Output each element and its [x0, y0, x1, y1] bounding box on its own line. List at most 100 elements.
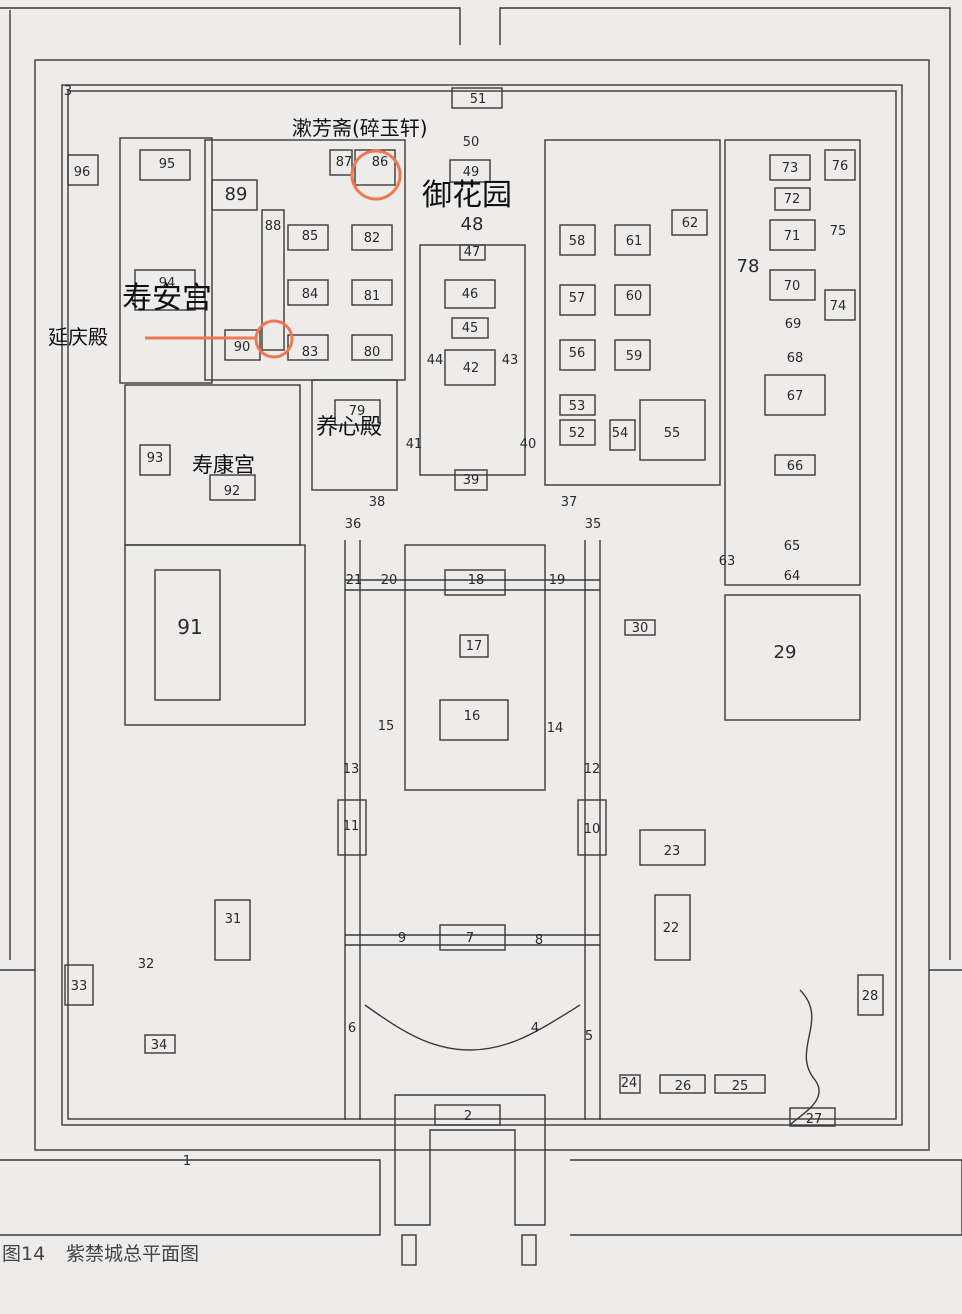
- building-57: [559, 284, 596, 316]
- label-7: 7: [466, 931, 474, 946]
- label-78: 78: [737, 256, 760, 277]
- label-12: 12: [584, 762, 601, 777]
- label-15: 15: [378, 719, 395, 734]
- label-3: 3: [64, 84, 72, 99]
- label-5: 5: [585, 1029, 593, 1044]
- inner-river: [364, 1004, 581, 1051]
- label-79: 79: [349, 404, 366, 419]
- label-96: 96: [74, 165, 91, 180]
- label-91: 91: [177, 615, 202, 639]
- building-59: [614, 339, 651, 371]
- caption-title: 紫禁城总平面图: [66, 1243, 199, 1265]
- east-garden-path: [789, 989, 820, 1126]
- label-34: 34: [151, 1038, 168, 1053]
- label-48: 48: [461, 214, 484, 235]
- label-14: 14: [547, 721, 564, 736]
- label-36: 36: [345, 517, 362, 532]
- building-87: [329, 149, 353, 176]
- label-54: 54: [612, 426, 629, 441]
- label-85: 85: [302, 229, 319, 244]
- label-11: 11: [343, 819, 360, 834]
- label-65: 65: [784, 539, 801, 554]
- building-62: [671, 209, 708, 236]
- caption-figure: 图14: [2, 1243, 45, 1265]
- building-67: [764, 374, 826, 416]
- north-west-block: [204, 139, 406, 381]
- building-49: [449, 159, 491, 183]
- label-84: 84: [302, 287, 319, 302]
- building-83: [287, 334, 329, 361]
- building-73: [769, 154, 811, 181]
- label-81: 81: [364, 289, 381, 304]
- yangxindian-compound: [311, 379, 398, 491]
- label-8: 8: [535, 933, 543, 948]
- building-84: [287, 279, 329, 306]
- shufangzhai-label: 漱芳斋(碎玉轩): [292, 116, 428, 140]
- label-93: 93: [147, 451, 164, 466]
- label-33: 33: [71, 979, 88, 994]
- label-69: 69: [785, 317, 802, 332]
- outer-wall: [34, 59, 930, 1151]
- label-95: 95: [159, 157, 176, 172]
- building-82: [351, 224, 393, 251]
- yuhuayuan-label: 御花园: [422, 178, 512, 213]
- label-26: 26: [675, 1079, 692, 1094]
- building-25: [714, 1074, 766, 1094]
- label-44: 44: [427, 353, 444, 368]
- label-27: 27: [806, 1112, 823, 1127]
- building-60: [614, 284, 651, 316]
- shouangong-label: 寿安宫: [122, 281, 212, 316]
- label-67: 67: [787, 389, 804, 404]
- label-38: 38: [369, 495, 386, 510]
- west-corridor: [344, 540, 361, 1120]
- cross-corridor-south: [345, 934, 600, 946]
- building-80: [351, 334, 393, 361]
- yangxindian-label: 养心殿: [316, 415, 382, 440]
- building-90: [224, 329, 261, 361]
- label-56: 56: [569, 346, 586, 361]
- building-17: [459, 634, 489, 658]
- building-66: [774, 454, 816, 476]
- building-55: [639, 399, 706, 461]
- label-59: 59: [626, 349, 643, 364]
- gate-tower-e: [521, 1234, 537, 1266]
- label-46: 46: [462, 287, 479, 302]
- label-71: 71: [784, 229, 801, 244]
- building-93: [139, 444, 171, 476]
- label-23: 23: [664, 844, 681, 859]
- building-2: [434, 1104, 501, 1126]
- building-56: [559, 339, 596, 371]
- building-76: [824, 149, 856, 181]
- label-68: 68: [787, 351, 804, 366]
- building-10: [577, 799, 607, 856]
- label-30: 30: [632, 621, 649, 636]
- building-53: [559, 394, 596, 416]
- label-19: 19: [549, 573, 566, 588]
- label-51: 51: [470, 92, 487, 107]
- shufangzhai-marker: [350, 149, 402, 201]
- label-10: 10: [584, 822, 601, 837]
- building-72: [774, 187, 811, 211]
- meridian-gate: [394, 1094, 546, 1226]
- palace-wall-inner: [67, 90, 897, 1120]
- label-16: 16: [464, 709, 481, 724]
- label-21: 21: [346, 573, 363, 588]
- label-43: 43: [502, 353, 519, 368]
- label-41: 41: [406, 437, 423, 452]
- label-9: 9: [398, 931, 406, 946]
- building-11: [337, 799, 367, 856]
- building-27: [789, 1107, 836, 1127]
- shoukanggong-label: 寿康宫: [192, 453, 255, 477]
- building-95: [139, 149, 191, 181]
- label-70: 70: [784, 279, 801, 294]
- label-60: 60: [626, 289, 643, 304]
- label-35: 35: [585, 517, 602, 532]
- label-28: 28: [862, 989, 879, 1004]
- label-55: 55: [664, 426, 681, 441]
- label-49: 49: [463, 165, 480, 180]
- building-29: [724, 594, 861, 721]
- label-45: 45: [462, 321, 479, 336]
- label-90: 90: [234, 340, 251, 355]
- building-45: [451, 317, 489, 339]
- label-64: 64: [784, 569, 801, 584]
